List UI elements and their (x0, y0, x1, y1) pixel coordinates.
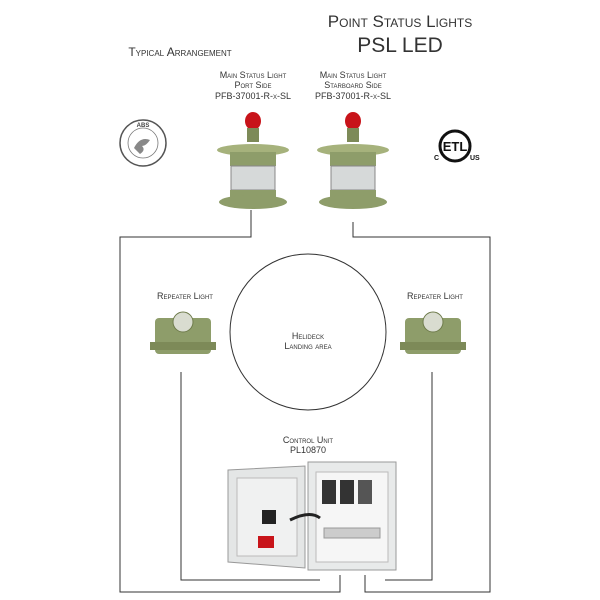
svg-text:C: C (434, 155, 439, 162)
main-light-port-line2: Port Side (234, 80, 272, 91)
main-light-port-part: PFB-37001-R-x-SL (214, 90, 292, 101)
wiring-lines (119, 210, 491, 593)
repeater-light-left (150, 311, 216, 354)
repeater-label-right: Repeater Light (407, 291, 463, 301)
helideck-line1: Helideck (291, 331, 325, 341)
helideck-circle (229, 253, 387, 411)
page-subtitle: PSL LED (357, 34, 443, 57)
main-status-light-starboard (317, 112, 389, 209)
helideck-label: Helideck Landing area (258, 331, 358, 352)
main-status-light-port (217, 112, 289, 209)
page-title: Point Status Lights (327, 12, 473, 31)
control-unit-panel (227, 461, 397, 571)
control-unit-line1: Control Unit (282, 435, 334, 445)
repeater-light-right (400, 311, 466, 354)
main-light-port-line1: Main Status Light (219, 70, 287, 80)
main-light-starboard-line1: Main Status Light (319, 70, 387, 80)
svg-text:ETL: ETL (443, 139, 468, 154)
abs-logo: ABS (119, 119, 167, 167)
etl-logo: ETL C US (434, 129, 480, 163)
control-unit-line2: PL10870 (289, 445, 327, 456)
arrangement-label: Typical Arrangement (128, 45, 232, 59)
helideck-line2: Landing area (284, 341, 332, 352)
main-light-port-label: Main Status Light Port Side PFB-37001-R-… (203, 70, 303, 101)
control-unit-label: Control Unit PL10870 (258, 435, 358, 456)
main-light-starboard-part: PFB-37001-R-x-SL (314, 90, 392, 101)
main-light-starboard-line2: Starboard Side (324, 80, 382, 91)
svg-text:ABS: ABS (137, 123, 150, 129)
repeater-label-left: Repeater Light (157, 291, 213, 301)
main-light-starboard-label: Main Status Light Starboard Side PFB-370… (303, 70, 403, 101)
svg-text:US: US (470, 155, 480, 162)
